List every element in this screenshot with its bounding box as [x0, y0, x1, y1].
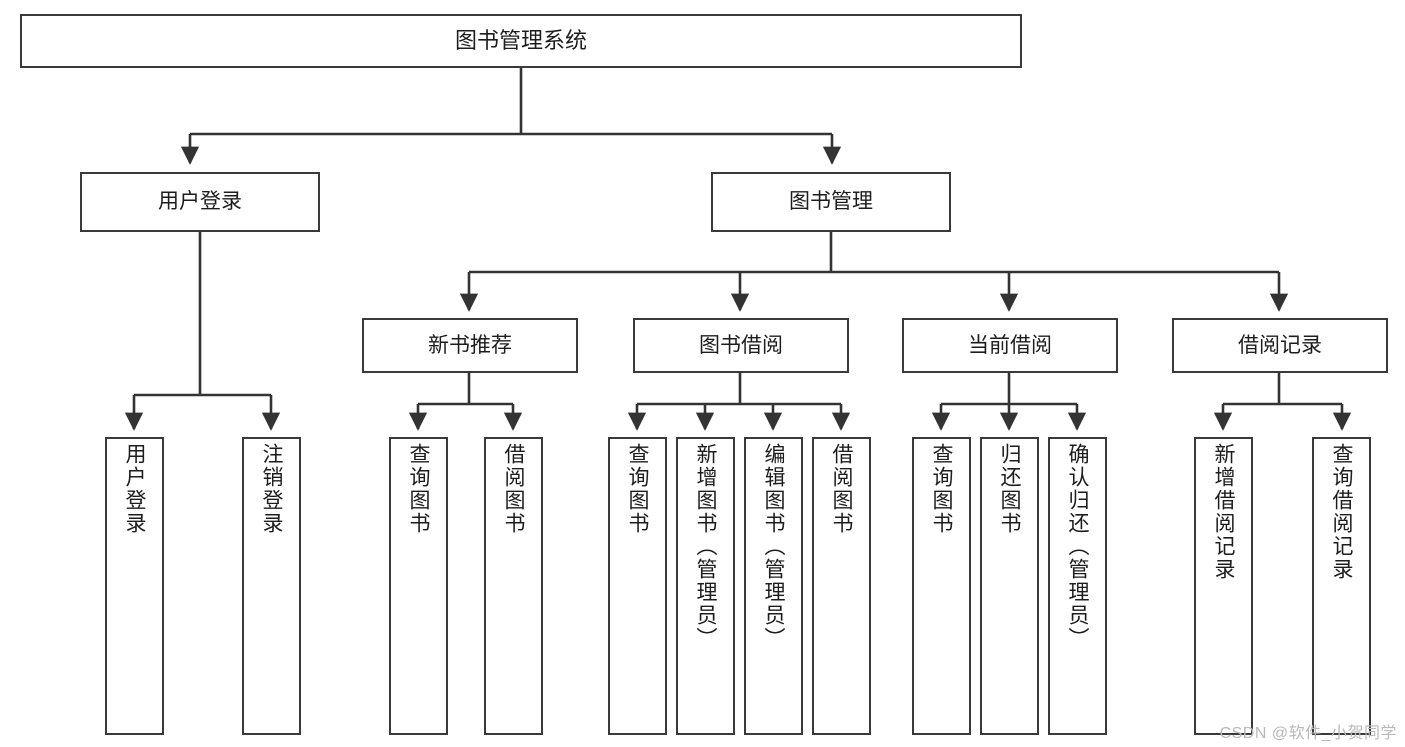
- node-label: 新书推荐: [428, 333, 512, 357]
- node-new-book-recommend[interactable]: 新书推荐: [362, 318, 578, 373]
- node-label: 归还图书: [998, 443, 1021, 535]
- node-label: 查询借阅记录: [1330, 443, 1353, 581]
- leaf-records-query-record[interactable]: 查询借阅记录: [1312, 437, 1371, 735]
- node-label: 新增借阅记录: [1212, 443, 1235, 581]
- node-label: 借阅图书: [830, 443, 853, 535]
- leaf-new-book-query[interactable]: 查询图书: [389, 437, 448, 735]
- node-user-login[interactable]: 用户登录: [80, 172, 320, 232]
- node-label: 确认归还（管理员）: [1066, 443, 1089, 650]
- leaf-current-return-book[interactable]: 归还图书: [980, 437, 1039, 735]
- node-label: 新增图书（管理员）: [694, 443, 717, 650]
- leaf-current-confirm-return[interactable]: 确认归还（管理员）: [1048, 437, 1107, 735]
- node-current-borrow[interactable]: 当前借阅: [902, 318, 1118, 373]
- node-label: 用户登录: [123, 443, 146, 535]
- node-label: 图书借阅: [699, 333, 783, 357]
- node-label: 借阅记录: [1238, 333, 1322, 357]
- leaf-borrow-add-book[interactable]: 新增图书（管理员）: [676, 437, 735, 735]
- leaf-records-add-record[interactable]: 新增借阅记录: [1194, 437, 1253, 735]
- node-label: 注销登录: [260, 443, 283, 535]
- node-label: 查询图书: [407, 443, 430, 535]
- leaf-user-login-login[interactable]: 用户登录: [105, 437, 164, 735]
- leaf-borrow-borrow-book[interactable]: 借阅图书: [812, 437, 871, 735]
- node-label: 用户登录: [158, 190, 242, 214]
- leaf-current-query-book[interactable]: 查询图书: [912, 437, 971, 735]
- node-label: 编辑图书（管理员）: [762, 443, 785, 650]
- leaf-borrow-edit-book[interactable]: 编辑图书（管理员）: [744, 437, 803, 735]
- watermark: CSDN @软件_小贺同学: [1219, 725, 1397, 742]
- node-label: 借阅图书: [502, 443, 525, 535]
- node-label: 图书管理: [789, 190, 873, 214]
- node-book-borrow[interactable]: 图书借阅: [633, 318, 849, 373]
- node-label: 图书管理系统: [454, 27, 587, 53]
- node-root-system[interactable]: 图书管理系统: [20, 14, 1022, 68]
- node-book-management[interactable]: 图书管理: [711, 172, 951, 232]
- node-borrow-records[interactable]: 借阅记录: [1172, 318, 1388, 373]
- node-label: 查询图书: [626, 443, 649, 535]
- node-label: 查询图书: [930, 443, 953, 535]
- leaf-borrow-query-book[interactable]: 查询图书: [608, 437, 667, 735]
- leaf-new-book-borrow[interactable]: 借阅图书: [484, 437, 543, 735]
- leaf-user-login-logout[interactable]: 注销登录: [242, 437, 301, 735]
- node-label: 当前借阅: [968, 333, 1052, 357]
